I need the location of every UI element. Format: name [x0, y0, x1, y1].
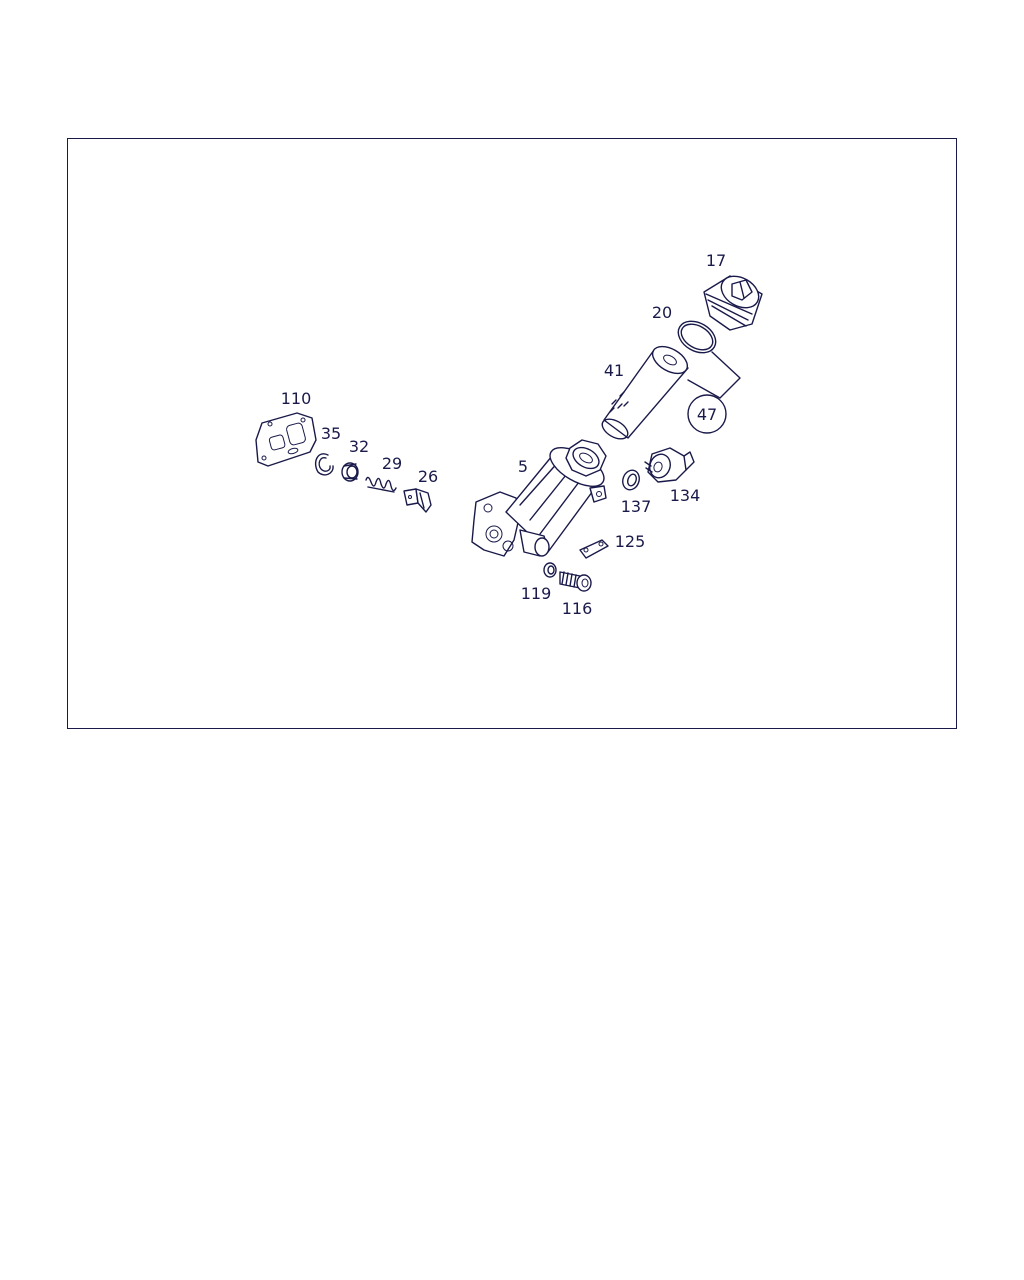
label-5: 5	[518, 457, 528, 476]
valve-32[interactable]	[341, 462, 359, 482]
spring-29[interactable]	[365, 476, 397, 493]
o-ring-20[interactable]	[673, 315, 722, 359]
diagram-frame	[67, 138, 957, 729]
drain-valve-134[interactable]	[644, 447, 695, 483]
label-134: 134	[670, 486, 701, 505]
label-137: 137	[621, 497, 652, 516]
label-119: 119	[521, 584, 552, 603]
label-110: 110	[281, 389, 312, 408]
label-32: 32	[349, 437, 369, 456]
bolt-116[interactable]	[559, 571, 592, 592]
label-35: 35	[321, 424, 341, 443]
label-26: 26	[418, 467, 438, 486]
filter-element-41[interactable]	[599, 341, 692, 443]
kit-47-bracket	[687, 351, 741, 399]
bracket-plate-125[interactable]	[579, 539, 609, 559]
snap-ring-35[interactable]	[314, 453, 334, 476]
label-47: 47	[697, 405, 717, 424]
label-125: 125	[615, 532, 646, 551]
washer-119[interactable]	[543, 562, 557, 578]
filter-housing-5[interactable]	[471, 439, 610, 557]
label-41: 41	[604, 361, 624, 380]
filter-cap-17[interactable]	[703, 270, 764, 331]
label-17: 17	[706, 251, 726, 270]
plug-screw-26[interactable]	[403, 488, 432, 513]
label-20: 20	[652, 303, 672, 322]
kit-47-circle[interactable]	[687, 394, 727, 434]
washer-137[interactable]	[620, 468, 642, 492]
label-116: 116	[562, 599, 593, 618]
gasket-110[interactable]	[255, 412, 317, 467]
label-29: 29	[382, 454, 402, 473]
